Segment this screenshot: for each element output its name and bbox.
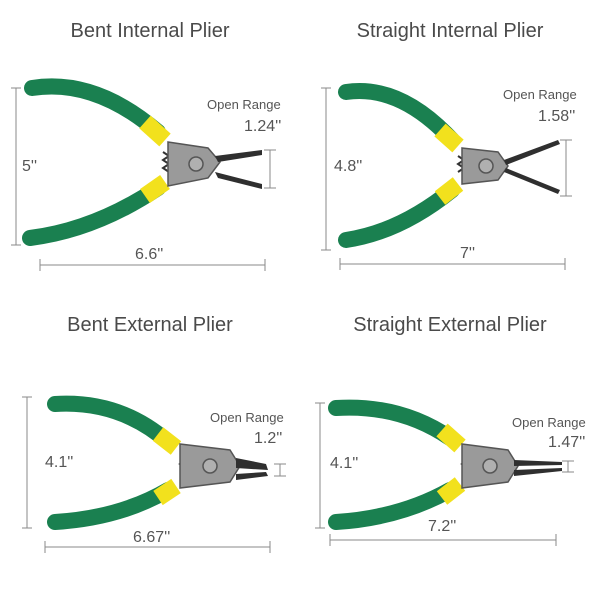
- panel-title: Bent Internal Plier: [70, 20, 230, 42]
- panel-title: Bent External Plier: [67, 314, 233, 336]
- straight-internal-plier-illustration: [321, 83, 572, 270]
- height-dimension-label: 4.1'': [45, 454, 74, 471]
- length-dimension-label: 6.6'': [135, 246, 164, 263]
- open-range-label: Open Range: [503, 87, 577, 102]
- panel-bent-internal: Bent Internal Plier 5'' 6.6'' Open Range…: [0, 0, 300, 300]
- panel-title: Straight External Plier: [353, 314, 547, 336]
- open-range-value: 1.58'': [538, 108, 576, 125]
- panel-bent-external: Bent External Plier 4.1'' 6.67'' Open Ra…: [0, 300, 300, 600]
- open-range-value: 1.2'': [254, 430, 283, 447]
- open-range-label: Open Range: [207, 97, 281, 112]
- panel-straight-external: Straight External Plier 4.1'' 7.2'' Open…: [300, 300, 600, 600]
- panel-straight-internal: Straight Internal Plier 4.8'' 7'' Open R…: [300, 0, 600, 300]
- height-dimension-label: 4.1'': [330, 455, 359, 472]
- open-range-label: Open Range: [210, 410, 284, 425]
- height-dimension-label: 5'': [22, 158, 38, 175]
- bent-external-plier-illustration: [22, 395, 286, 553]
- open-range-label: Open Range: [512, 415, 586, 430]
- panel-title: Straight Internal Plier: [356, 20, 544, 42]
- height-dimension-label: 4.8'': [334, 158, 363, 175]
- bent-internal-plier-illustration: [11, 78, 276, 271]
- open-range-value: 1.47'': [548, 434, 586, 451]
- length-dimension-label: 7'': [460, 245, 476, 262]
- open-range-value: 1.24'': [244, 118, 282, 135]
- straight-external-plier-illustration: [315, 399, 574, 546]
- length-dimension-label: 6.67'': [133, 529, 171, 546]
- length-dimension-label: 7.2'': [428, 518, 457, 535]
